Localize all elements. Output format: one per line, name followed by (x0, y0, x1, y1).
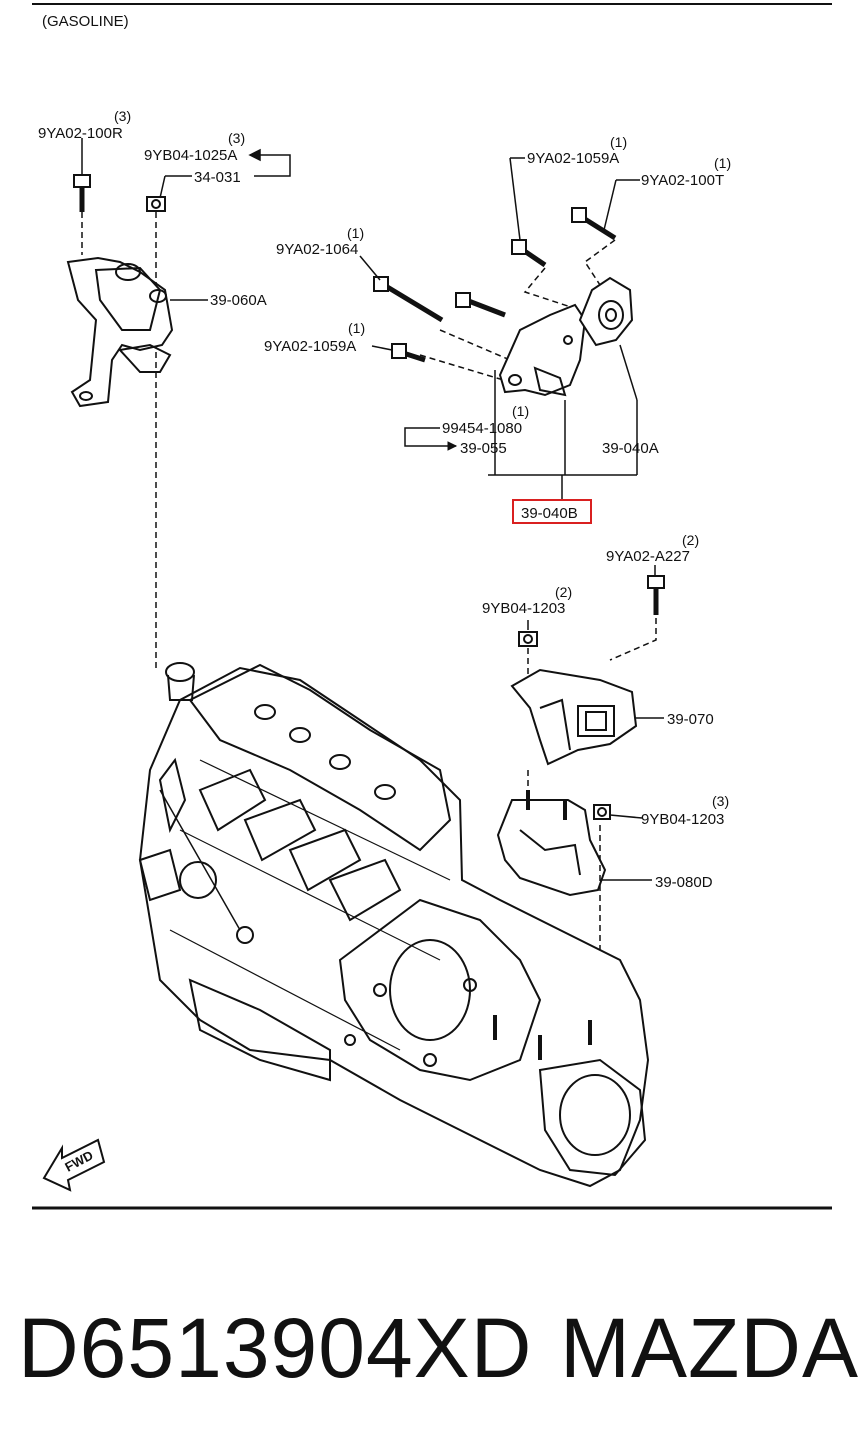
part-39-070: 39-070 (667, 711, 714, 728)
forward-arrow-icon: FWD (42, 1138, 106, 1192)
qty-9ya02-1059a-left: (1) (348, 320, 365, 336)
part-9ya02-100t: 9YA02-100T (641, 172, 724, 189)
part-9ya02-a227: 9YA02-A227 (606, 548, 690, 565)
qty-9yb04-1203-right: (3) (712, 793, 729, 809)
callout-arrow (159, 148, 291, 199)
bolt-icon (571, 207, 617, 241)
part-9ya02-100r: 9YA02-100R (38, 125, 123, 142)
bolt-icon (511, 239, 547, 268)
footer-brand: MAZDA (560, 1301, 859, 1395)
qty-9ya02-100t: (1) (714, 155, 731, 171)
part-9ya02-1059a-top: 9YA02-1059A (527, 150, 619, 167)
engine-transaxle-illustration (138, 662, 650, 1188)
part-34-031: 34-031 (194, 169, 241, 186)
qty-9ya02-a227: (2) (682, 532, 699, 548)
qty-9yb04-1203-left: (2) (555, 584, 572, 600)
bolt-icon (373, 276, 444, 323)
bolt-icon (647, 575, 665, 615)
qty-9ya02-1064: (1) (347, 225, 364, 241)
bolt-icon (455, 292, 506, 318)
part-9yb04-1203-right: 9YB04-1203 (641, 811, 724, 828)
qty-9yb04-1025a: (3) (228, 130, 245, 146)
qty-99454-1080: (1) (512, 403, 529, 419)
part-39-055: 39-055 (460, 440, 507, 457)
footer-part-number: D6513904XD (18, 1301, 533, 1395)
highlight-box (512, 499, 592, 524)
part-39-060a: 39-060A (210, 292, 267, 309)
qty-9ya02-1059a-top: (1) (610, 134, 627, 150)
part-9yb04-1025a: 9YB04-1025A (144, 147, 237, 164)
bolt-icon (391, 343, 426, 363)
part-39-040a: 39-040A (602, 440, 659, 457)
nut-icon (146, 196, 166, 212)
part-39-080d: 39-080D (655, 874, 713, 891)
footer-caption: D6513904XD MAZDA (0, 1300, 864, 1410)
part-9ya02-1059a-left: 9YA02-1059A (264, 338, 356, 355)
bolt-icon (73, 174, 91, 212)
rh-mount-assembly (373, 207, 638, 500)
qty-9ya02-100r: (3) (114, 108, 131, 124)
part-99454-1080: 99454-1080 (442, 420, 522, 437)
part-39-040b: 39-040B (521, 505, 578, 522)
left-mount-assembly (66, 174, 174, 670)
nut-icon (593, 804, 611, 820)
nut-icon (518, 631, 538, 647)
variant-label: (GASOLINE) (42, 13, 129, 30)
trans-mount-assembly (496, 575, 665, 1030)
part-9ya02-1064: 9YA02-1064 (276, 241, 358, 258)
part-9yb04-1203-left: 9YB04-1203 (482, 600, 565, 617)
leader-lines (81, 138, 664, 881)
